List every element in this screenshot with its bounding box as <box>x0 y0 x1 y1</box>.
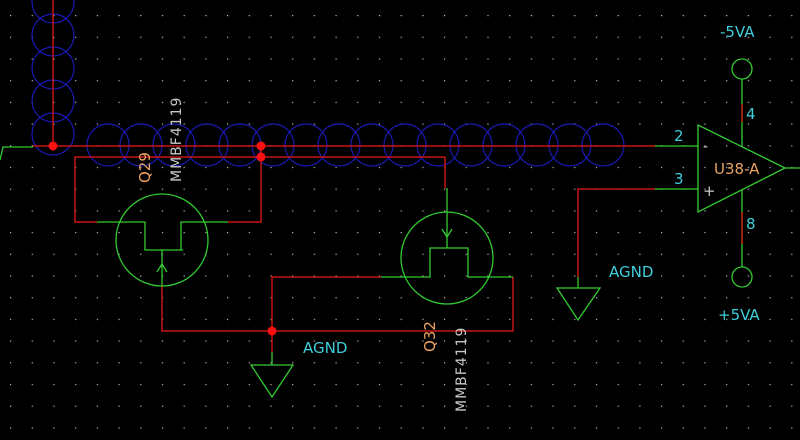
net-highlight-circle <box>383 123 427 167</box>
wire-input-stub[interactable] <box>0 146 33 161</box>
junction <box>267 326 277 336</box>
pin-4-label: 4 <box>746 105 756 123</box>
gate-arrow-icon <box>156 262 168 273</box>
q32-reference: Q32 <box>421 321 439 352</box>
q32-value: MMBF4119 <box>454 327 470 412</box>
wire-pin3[interactable] <box>577 188 655 277</box>
net-highlight-circle <box>416 123 460 167</box>
net-highlight-circle <box>251 123 295 167</box>
pin-3-label: 3 <box>674 170 684 188</box>
neg-supply-label: -5VA <box>720 23 755 41</box>
minus-sign: - <box>703 139 708 155</box>
agnd-label-right: AGND <box>609 263 653 281</box>
wire-q29-right[interactable] <box>228 146 262 223</box>
net-highlight-circle <box>548 123 592 167</box>
ground-symbol-right[interactable]: AGND <box>555 263 653 322</box>
highlighted-net-horizontal <box>86 123 625 167</box>
net-highlight-circle <box>284 123 328 167</box>
junction <box>256 152 266 162</box>
opamp-u38a[interactable]: 2 3 - + U38-A 4 -5VA 8 +5VA <box>674 23 800 324</box>
net-highlight-circle <box>185 123 229 167</box>
u38-reference: U38-A <box>714 160 760 178</box>
net-highlight-circle <box>86 123 130 167</box>
net-highlight-circle <box>350 123 394 167</box>
net-highlight-circle <box>482 123 526 167</box>
transistor-q32[interactable]: Q32 MMBF4119 <box>381 188 513 412</box>
net-highlight-circle <box>581 123 625 167</box>
q29-value: MMBF4119 <box>169 97 185 182</box>
power-port-pos[interactable] <box>731 266 753 288</box>
net-highlight-circle <box>152 123 196 167</box>
pin-2-label: 2 <box>674 127 684 145</box>
net-highlight-circle <box>515 123 559 167</box>
net-highlight-circle <box>119 123 163 167</box>
drain-arrow-icon <box>441 228 453 239</box>
transistor-q29[interactable]: Q29 MMBF4119 <box>97 97 228 287</box>
junction <box>256 141 266 151</box>
net-highlight-circle <box>449 123 493 167</box>
plus-sign: + <box>703 182 716 200</box>
agnd-label-left: AGND <box>303 339 347 357</box>
q29-reference: Q29 <box>136 152 154 183</box>
pin-8-label: 8 <box>746 215 756 233</box>
junction <box>48 141 58 151</box>
power-port-neg[interactable] <box>731 58 753 80</box>
ground-symbol-left[interactable]: AGND <box>249 339 347 399</box>
net-highlight-circle <box>317 123 361 167</box>
wire-q29-gate[interactable] <box>161 277 514 332</box>
pos-supply-label: +5VA <box>718 306 760 324</box>
